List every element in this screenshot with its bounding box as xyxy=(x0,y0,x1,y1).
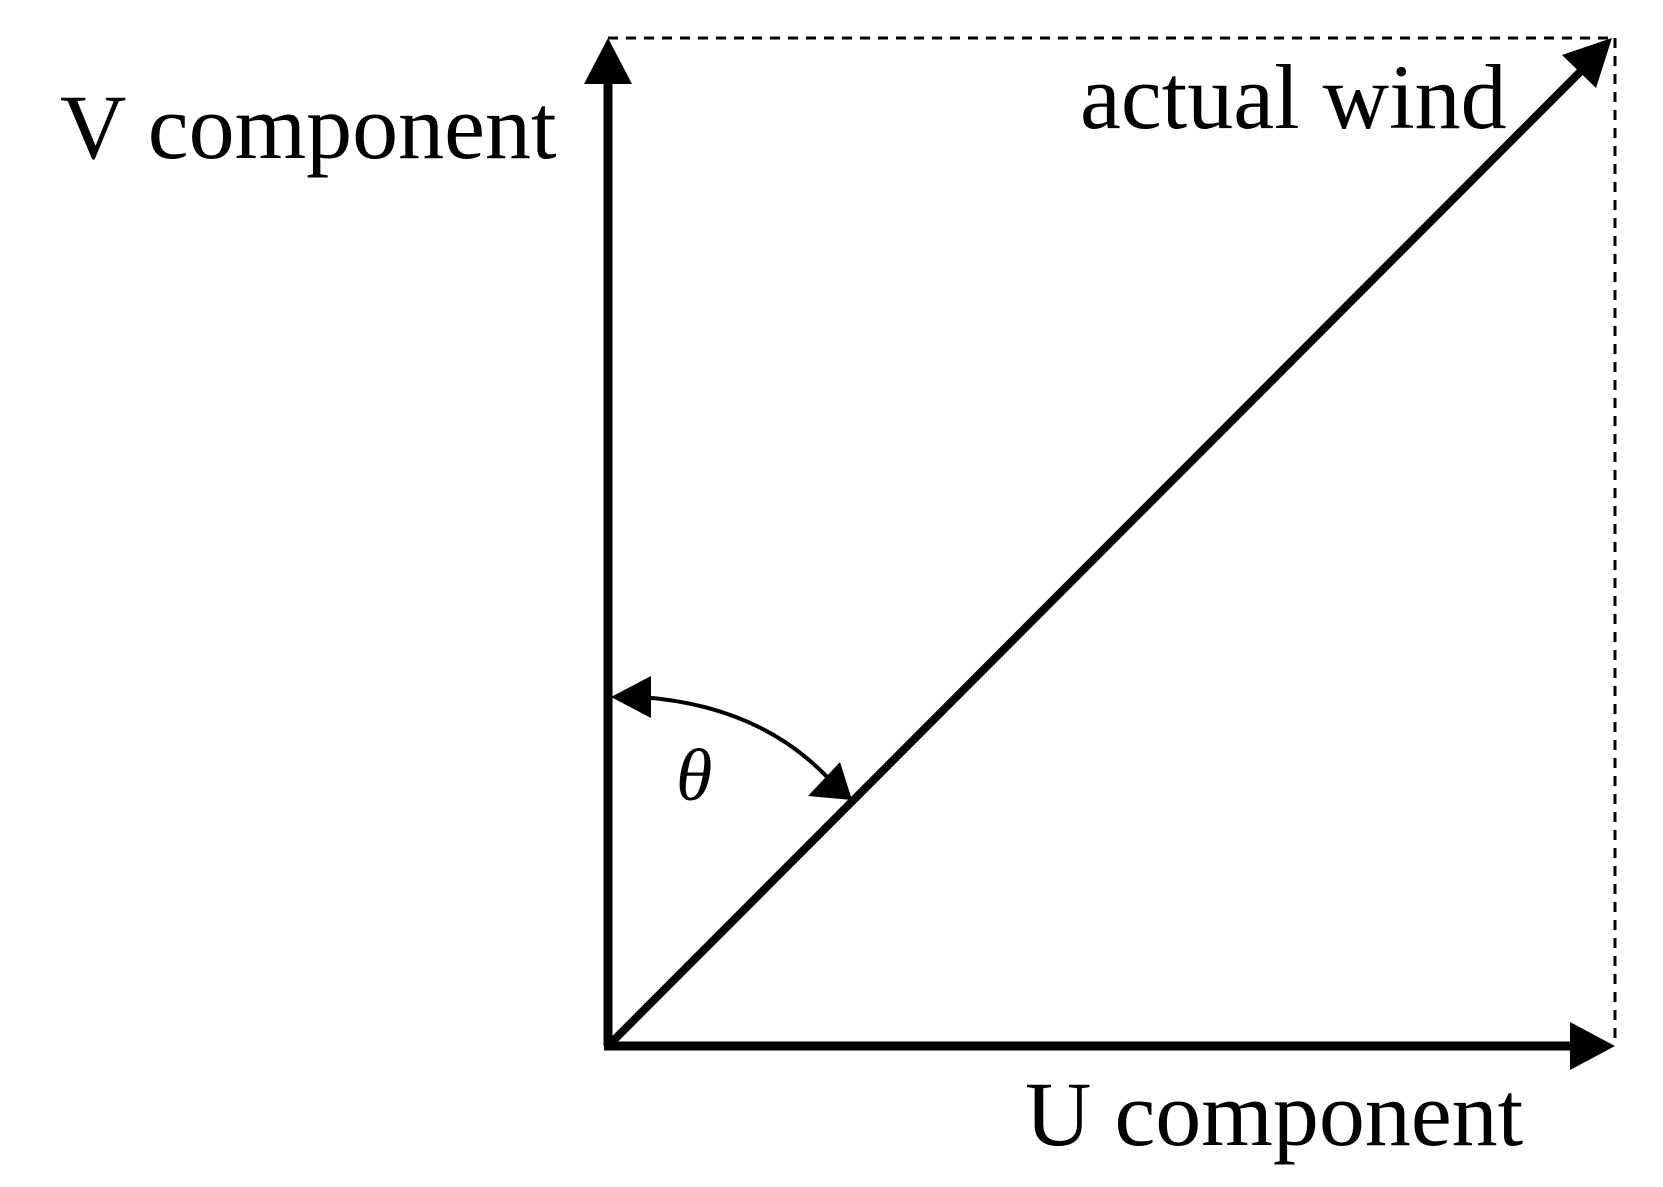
u-axis-arrowhead xyxy=(1570,1022,1615,1070)
angle-arc-arrowhead-right xyxy=(808,762,852,800)
theta-angle-label: θ xyxy=(676,735,712,817)
angle-arc-arrowhead-left xyxy=(611,676,651,718)
wind-vector-arrowhead xyxy=(1562,38,1612,88)
actual-wind-label: actual wind xyxy=(1080,46,1507,148)
angle-arc xyxy=(639,695,832,782)
v-axis-arrowhead xyxy=(584,38,632,84)
wind-vector-line xyxy=(605,69,1583,1049)
v-component-label: V component xyxy=(60,76,557,178)
u-component-label: U component xyxy=(1025,1063,1524,1165)
